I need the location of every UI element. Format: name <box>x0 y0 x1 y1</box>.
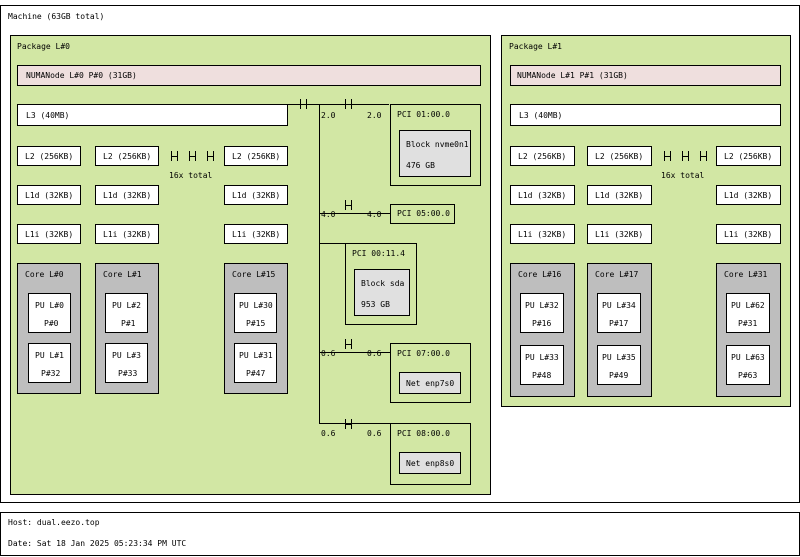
l1i-cache: L1i (32KB) <box>17 224 81 244</box>
date-label: Date: Sat 18 Jan 2025 05:23:34 PM UTC <box>8 539 187 548</box>
link-speed: 0.6 <box>321 349 336 358</box>
package-label: Package L#1 <box>509 42 562 51</box>
link-speed: 4.0 <box>321 210 336 219</box>
legend-box: Host: dual.eezo.top Date: Sat 18 Jan 202… <box>0 512 800 556</box>
package-label: Package L#0 <box>17 42 70 51</box>
l3-label: L3 (40MB) <box>26 111 70 120</box>
host-label: Host: dual.eezo.top <box>8 518 100 527</box>
l2-cache: L2 (256KB) <box>587 146 652 166</box>
l2-cache: L2 (256KB) <box>224 146 288 166</box>
l2-cache: L2 (256KB) <box>95 146 159 166</box>
pci-label: PCI 07:00.0 <box>397 349 450 358</box>
l1d-cache: L1d (32KB) <box>224 185 288 205</box>
l1i-cache: L1i (32KB) <box>510 224 575 244</box>
link-speed: 4.0 <box>367 210 382 219</box>
l1d-cache: L1d (32KB) <box>587 185 652 205</box>
l1i-cache: L1i (32KB) <box>716 224 781 244</box>
l1i-cache: L1i (32KB) <box>587 224 652 244</box>
l2-cache: L2 (256KB) <box>716 146 781 166</box>
network-device: Net enp8s0 <box>399 452 461 474</box>
l1i-cache: L1i (32KB) <box>95 224 159 244</box>
l1d-cache: L1d (32KB) <box>510 185 575 205</box>
block-device: Block nvme0n1 476 GB <box>399 130 471 177</box>
machine-label: Machine (63GB total) <box>8 12 105 21</box>
link-speed: 2.0 <box>321 111 336 120</box>
l3-cache: L3 (40MB) <box>17 104 288 126</box>
l1d-cache: L1d (32KB) <box>95 185 159 205</box>
multiplicity-label: 16x total <box>661 171 705 180</box>
l2-cache: L2 (256KB) <box>17 146 81 166</box>
l3-label: L3 (40MB) <box>519 111 563 120</box>
network-device: Net enp7s0 <box>399 372 461 394</box>
pci-label: PCI 00:11.4 <box>352 249 405 258</box>
link-speed: 0.6 <box>367 429 382 438</box>
pci-device: PCI 05:00.0 <box>390 204 455 224</box>
l2-cache: L2 (256KB) <box>510 146 575 166</box>
numa-label: NUMANode L#0 P#0 (31GB) <box>26 71 137 80</box>
l3-cache: L3 (40MB) <box>510 104 781 126</box>
l1i-cache: L1i (32KB) <box>224 224 288 244</box>
pci-label: PCI 01:00.0 <box>397 110 450 119</box>
block-device: Block sda 953 GB <box>354 269 410 316</box>
link-speed: 0.6 <box>367 349 382 358</box>
link-speed: 0.6 <box>321 429 336 438</box>
l1d-cache: L1d (32KB) <box>716 185 781 205</box>
pci-label: PCI 08:00.0 <box>397 429 450 438</box>
l1d-cache: L1d (32KB) <box>17 185 81 205</box>
numa-label: NUMANode L#1 P#1 (31GB) <box>517 71 628 80</box>
numa-node-1: NUMANode L#1 P#1 (31GB) <box>510 65 781 86</box>
numa-node-0: NUMANode L#0 P#0 (31GB) <box>17 65 481 86</box>
multiplicity-label: 16x total <box>169 171 213 180</box>
link-speed: 2.0 <box>367 111 382 120</box>
pci-label: PCI 05:00.0 <box>397 209 450 218</box>
